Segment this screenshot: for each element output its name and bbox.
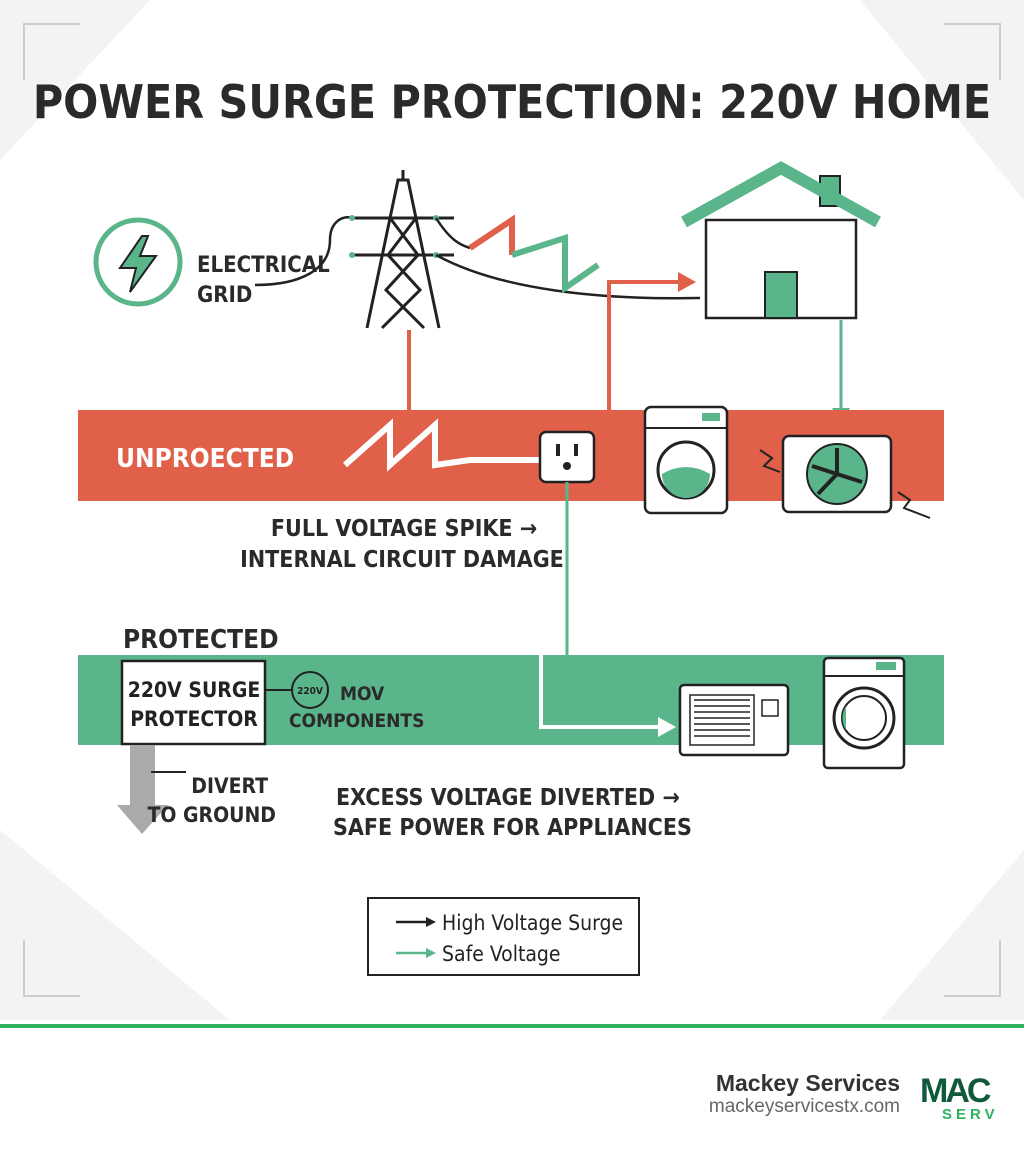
outlet-icon [538,430,596,484]
grid-wire [254,216,353,287]
ac-unit-icon [678,683,790,757]
corner-brackets [23,23,1001,997]
grid-label-line2: GRID [197,283,252,308]
protected-caption-line1: EXCESS VOLTAGE DIVERTED → [336,785,680,811]
ground-line2: TO GROUND [148,803,276,827]
ground-line1: DIVERT [191,774,268,798]
arrow-head [678,272,696,292]
brand-logo: MAC SERV [920,1076,1024,1126]
surge-line-to-house [607,280,678,410]
safe-power-line [539,655,660,729]
protected-label: PROTECTED [123,625,279,655]
surge-zigzag-white [343,418,540,472]
mov-line1: MOV [340,683,385,705]
brand-name: Mackey Services [715,1070,900,1096]
legend: High Voltage Surge Safe Voltage [367,897,640,976]
mov-badge: 220V [297,686,323,697]
legend-item-surge: High Voltage Surge [442,911,623,935]
house-icon [681,161,881,320]
mov-line2: COMPONENTS [289,710,424,732]
page-title: POWER SURGE PROTECTION: 220V HOME [33,75,991,129]
device-line1: 220V SURGE [128,678,261,702]
ac-unit-damaged-icon [759,434,931,519]
logo-top-text: MAC [920,1076,991,1110]
unprotected-caption-line2: INTERNAL CIRCUIT DAMAGE [240,547,564,573]
transmission-tower-icon [349,170,454,330]
legend-item-safe: Safe Voltage [442,942,561,966]
washer-icon [643,405,729,515]
unprotected-caption-line1: FULL VOLTAGE SPIKE → [271,516,537,542]
surge-protector-box [120,659,267,746]
power-line-upper [434,217,471,250]
background-decoration [0,0,1024,1020]
device-line2: PROTECTOR [130,707,258,731]
unprotected-label: UNPROECTED [116,444,294,474]
ground-arrow-icon [117,745,186,834]
brand-url[interactable]: mackeyservicestx.com [708,1096,900,1117]
washer-safe-icon [822,656,906,770]
mov-component-icon [291,671,329,709]
power-line [435,253,701,300]
lightning-bolt-icon [93,217,183,307]
protected-caption-line2: SAFE POWER FOR APPLIANCES [333,815,692,841]
footer: Mackey Services mackeyservicestx.com MAC… [0,1024,1024,1158]
surge-zigzag-red [468,214,515,255]
surge-zigzag-green [511,233,600,294]
logo-bottom-text: SERV [942,1106,999,1123]
